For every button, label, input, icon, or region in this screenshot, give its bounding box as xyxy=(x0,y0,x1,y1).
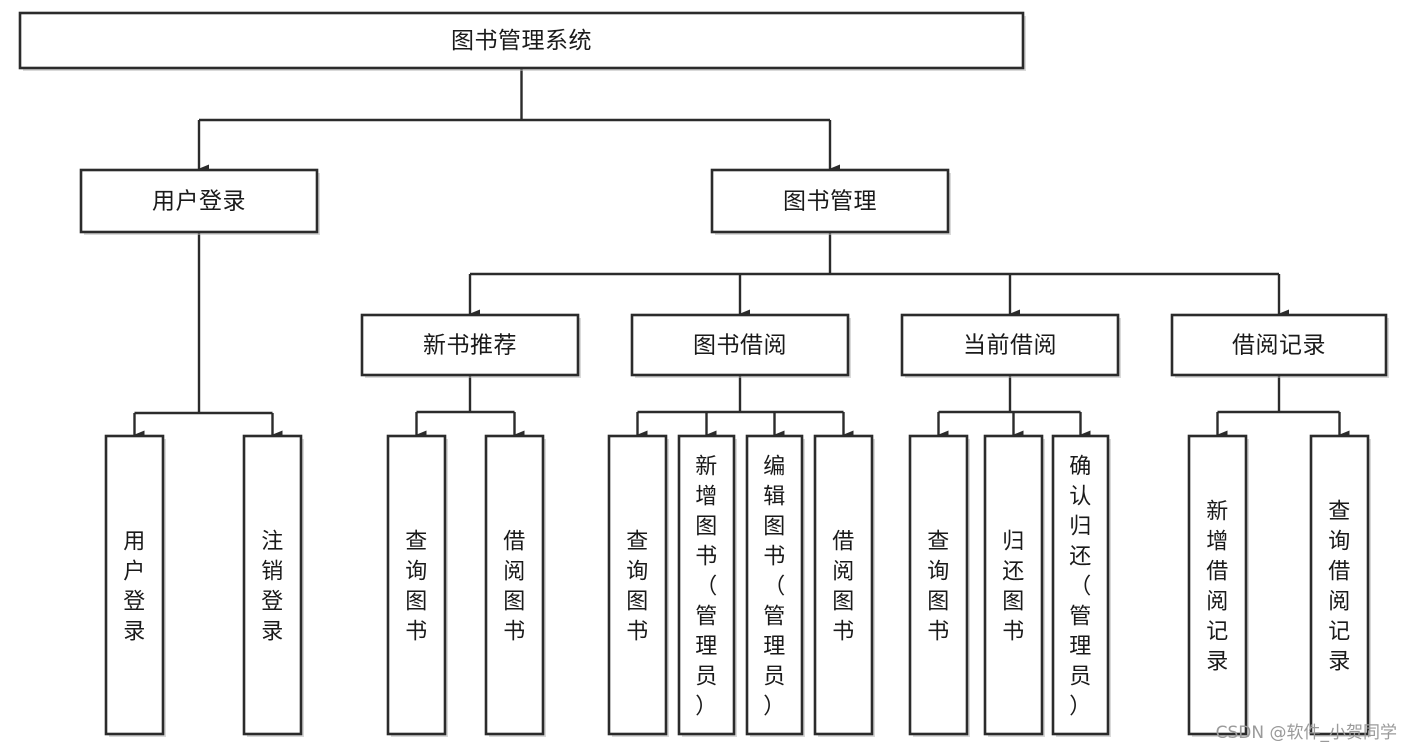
node-box[interactable] xyxy=(484,434,545,736)
node-box[interactable] xyxy=(908,434,969,736)
nodes-group: 图书管理系统用户登录图书管理新书推荐图书借阅当前借阅借阅记录用户登录注销登录查询… xyxy=(18,11,1389,737)
node-box[interactable] xyxy=(900,313,1120,377)
node-leaf-user-login[interactable]: 用户登录 xyxy=(104,434,166,737)
node-box[interactable] xyxy=(745,434,804,736)
node-leaf-edit-book[interactable]: 编辑图书（管理员） xyxy=(745,434,805,737)
node-leaf-query-book-2[interactable]: 查询图书 xyxy=(607,434,669,737)
node-leaf-add-book[interactable]: 新增图书（管理员） xyxy=(677,434,737,737)
connector-from-root xyxy=(197,68,840,174)
node-box[interactable] xyxy=(18,11,1025,70)
node-box[interactable] xyxy=(677,434,736,736)
node-leaf-add-record[interactable]: 新增借阅记录 xyxy=(1187,434,1249,737)
node-box[interactable] xyxy=(710,168,950,234)
node-box[interactable] xyxy=(1187,434,1248,736)
node-label: 注销登录 xyxy=(261,529,284,644)
node-book-manage[interactable]: 图书管理 xyxy=(710,168,951,235)
connectors-group xyxy=(133,68,1350,440)
node-label: 用户登录 xyxy=(152,189,246,215)
csdn-watermark: CSDN @软件_小贺同学 xyxy=(1215,723,1397,743)
node-leaf-query-record[interactable]: 查询借阅记录 xyxy=(1309,434,1371,737)
node-box[interactable] xyxy=(386,434,447,736)
node-leaf-query-book-3[interactable]: 查询图书 xyxy=(908,434,970,737)
node-box[interactable] xyxy=(813,434,874,736)
node-label: 归还图书 xyxy=(1002,529,1025,644)
node-label: 新增借阅记录 xyxy=(1206,499,1229,674)
node-box[interactable] xyxy=(983,434,1044,736)
node-label: 借阅图书 xyxy=(503,529,526,644)
node-box[interactable] xyxy=(630,313,850,377)
node-label: 编辑图书（管理员） xyxy=(763,454,786,719)
node-borrow-record[interactable]: 借阅记录 xyxy=(1170,313,1389,378)
node-label: 查询图书 xyxy=(927,529,950,644)
node-box[interactable] xyxy=(360,313,580,377)
connector-from-user-login xyxy=(133,232,283,440)
node-leaf-logout[interactable]: 注销登录 xyxy=(242,434,304,737)
connector-from-current-borrow xyxy=(937,375,1091,440)
node-box[interactable] xyxy=(1309,434,1370,736)
node-box[interactable] xyxy=(607,434,668,736)
node-label: 图书管理 xyxy=(783,189,877,215)
node-label: 新增图书（管理员） xyxy=(695,454,718,719)
node-user-login[interactable]: 用户登录 xyxy=(79,168,320,235)
node-label: 图书管理系统 xyxy=(451,28,592,54)
node-label: 新书推荐 xyxy=(423,333,517,359)
node-label: 查询图书 xyxy=(405,529,428,644)
node-label: 图书借阅 xyxy=(693,333,787,359)
node-label: 借阅记录 xyxy=(1232,333,1326,359)
node-root[interactable]: 图书管理系统 xyxy=(18,11,1026,71)
node-book-borrow[interactable]: 图书借阅 xyxy=(630,313,851,378)
node-label: 确认归还（管理员） xyxy=(1069,454,1092,719)
node-label: 查询借阅记录 xyxy=(1328,499,1351,674)
node-leaf-confirm-return[interactable]: 确认归还（管理员） xyxy=(1051,434,1111,737)
node-label: 借阅图书 xyxy=(832,529,855,644)
node-leaf-borrow-book-2[interactable]: 借阅图书 xyxy=(813,434,875,737)
node-box[interactable] xyxy=(1170,313,1388,377)
connector-from-new-book-rec xyxy=(415,375,525,440)
node-box[interactable] xyxy=(104,434,165,736)
node-box[interactable] xyxy=(242,434,303,736)
node-leaf-return-book[interactable]: 归还图书 xyxy=(983,434,1045,737)
node-new-book-rec[interactable]: 新书推荐 xyxy=(360,313,581,378)
connector-from-book-borrow xyxy=(636,375,854,440)
node-box[interactable] xyxy=(79,168,319,234)
node-label: 用户登录 xyxy=(123,529,146,644)
connector-from-borrow-record xyxy=(1216,375,1350,440)
node-label: 当前借阅 xyxy=(963,333,1057,359)
node-leaf-query-book-1[interactable]: 查询图书 xyxy=(386,434,448,737)
connector-from-book-manage xyxy=(468,232,1289,319)
node-box[interactable] xyxy=(1051,434,1110,736)
node-current-borrow[interactable]: 当前借阅 xyxy=(900,313,1121,378)
node-leaf-borrow-book-1[interactable]: 借阅图书 xyxy=(484,434,546,737)
node-label: 查询图书 xyxy=(626,529,649,644)
